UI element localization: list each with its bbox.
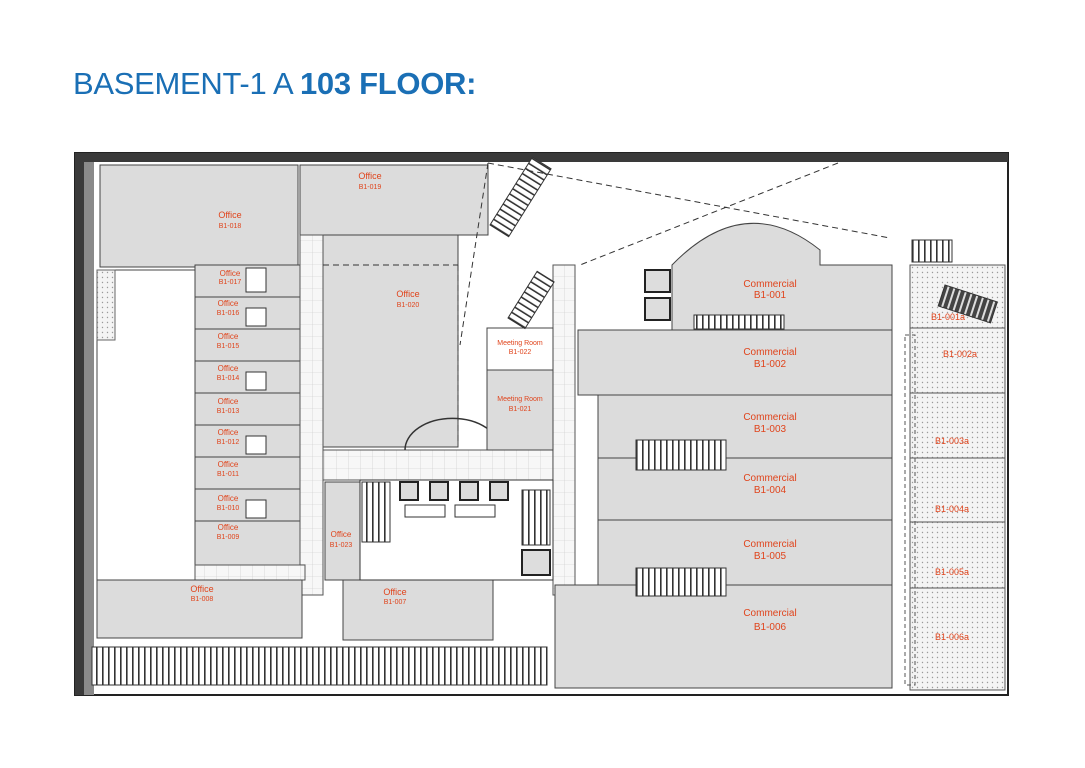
label-b1-022-type: Meeting Room — [497, 340, 543, 347]
title-prefix: BASEMENT-1 A — [73, 66, 292, 101]
label-b1-003a: B1-003a — [935, 436, 969, 446]
corridor-south — [194, 564, 306, 581]
label-b1-001a: B1-001a — [931, 312, 965, 322]
unit-b1-001 — [671, 222, 893, 331]
label-b1-009-type: Office — [218, 523, 239, 532]
escalator-b1-004 — [635, 439, 727, 471]
label-b1-023-code: B1-023 — [330, 542, 353, 549]
lift-2 — [644, 297, 671, 321]
label-b1-001-type: Commercial — [743, 279, 796, 290]
label-b1-004-type: Commercial — [743, 473, 796, 484]
label-b1-012-code: B1-012 — [217, 439, 240, 446]
label-b1-005a: B1-005a — [935, 567, 969, 577]
escalator-b1-006 — [635, 567, 727, 597]
label-b1-005-type: Commercial — [743, 539, 796, 550]
escalator-lower — [507, 270, 555, 330]
label-b1-018-type: Office — [218, 210, 241, 220]
label-b1-016-code: B1-016 — [217, 310, 240, 317]
label-b1-003-type: Commercial — [743, 412, 796, 423]
lift-1 — [644, 269, 671, 293]
corridor-central — [322, 449, 554, 481]
page-title: BASEMENT-1 A 103 FLOOR: — [73, 66, 476, 102]
unit-b1-008 — [96, 579, 303, 639]
label-b1-007-type: Office — [383, 587, 406, 597]
label-b1-021-type: Meeting Room — [497, 396, 543, 403]
office-strip — [194, 264, 301, 566]
unit-b1-006 — [554, 584, 893, 689]
label-b1-002-type: Commercial — [743, 347, 796, 358]
label-b1-012-type: Office — [218, 428, 239, 437]
unit-b1-018 — [99, 164, 299, 268]
label-b1-015-type: Office — [218, 332, 239, 341]
unit-b1-023 — [324, 481, 361, 581]
label-b1-001-code: B1-001 — [754, 290, 787, 301]
label-b1-004a: B1-004a — [935, 504, 969, 514]
label-b1-008-code: B1-008 — [191, 596, 214, 603]
label-b1-022-code: B1-022 — [509, 349, 532, 356]
unit-b1-003 — [597, 394, 893, 459]
label-b1-015-code: B1-015 — [217, 343, 240, 350]
label-b1-017-code: B1-017 — [219, 279, 242, 286]
central-core — [359, 417, 554, 581]
west-vent — [96, 269, 116, 341]
ramp-south — [91, 646, 548, 686]
label-b1-020-code: B1-020 — [397, 302, 420, 309]
label-b1-023-type: Office — [331, 530, 352, 539]
label-b1-013-type: Office — [218, 397, 239, 406]
corridor-west — [299, 234, 324, 596]
label-b1-017-type: Office — [220, 269, 241, 278]
label-b1-007-code: B1-007 — [384, 599, 407, 606]
label-b1-013-code: B1-013 — [217, 408, 240, 415]
unit-labels: Office B1-018 Office B1-019 Office B1-02… — [190, 171, 977, 642]
label-b1-020-type: Office — [396, 289, 419, 299]
label-b1-018-code: B1-018 — [219, 223, 242, 230]
open-area-west — [96, 269, 196, 581]
label-b1-019-code: B1-019 — [359, 184, 382, 191]
label-b1-003-code: B1-003 — [754, 424, 787, 435]
label-b1-005-code: B1-005 — [754, 551, 787, 562]
label-b1-008-type: Office — [190, 584, 213, 594]
unit-b1-002 — [577, 329, 893, 396]
escalator — [489, 156, 552, 238]
label-b1-011-type: Office — [218, 460, 239, 469]
unit-b1-021 — [486, 369, 554, 451]
east-units — [904, 239, 1006, 691]
label-b1-016-type: Office — [218, 299, 239, 308]
title-floor: 103 FLOOR: — [299, 66, 477, 101]
label-b1-006-code: B1-006 — [754, 622, 787, 633]
label-b1-014-type: Office — [218, 364, 239, 373]
label-b1-006a: B1-006a — [935, 632, 969, 642]
void-lines — [323, 162, 891, 445]
label-b1-006-type: Commercial — [743, 608, 796, 619]
label-b1-002a: B1-002a — [943, 349, 977, 359]
label-b1-010-type: Office — [218, 494, 239, 503]
escalator-b1-001 — [693, 314, 785, 330]
label-b1-011-code: B1-011 — [217, 471, 239, 478]
label-b1-021-code: B1-021 — [509, 406, 532, 413]
label-b1-019-type: Office — [358, 171, 381, 181]
label-b1-009-code: B1-009 — [217, 534, 240, 541]
label-b1-014-code: B1-014 — [217, 375, 240, 382]
unit-b1-022 — [486, 327, 554, 371]
unit-b1-007 — [342, 579, 494, 641]
corridor-east — [552, 264, 576, 596]
unit-b1-019 — [299, 164, 489, 236]
label-b1-004-code: B1-004 — [754, 485, 787, 496]
unit-b1-020 — [322, 234, 459, 448]
label-b1-010-code: B1-010 — [217, 505, 240, 512]
label-b1-002-code: B1-002 — [754, 359, 787, 370]
